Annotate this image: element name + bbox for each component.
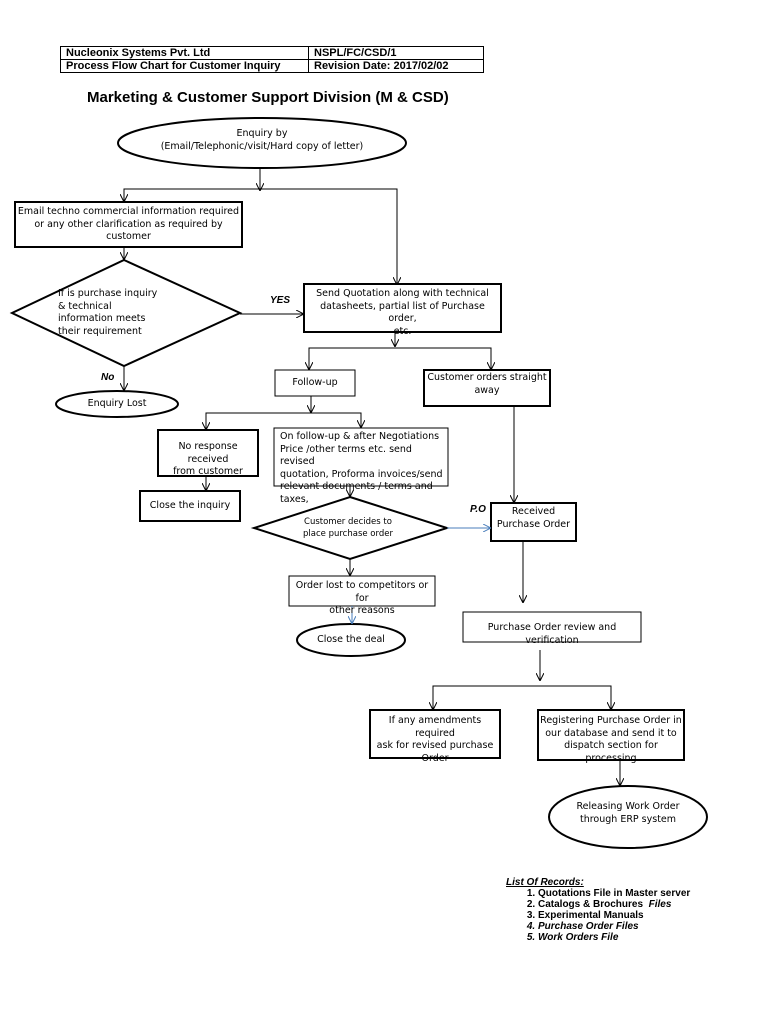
po-review-label: Purchase Order review and verification bbox=[487, 622, 617, 646]
releasing-node bbox=[548, 785, 708, 849]
enquiry-lost-node bbox=[55, 390, 179, 418]
no-response-node bbox=[157, 429, 259, 477]
amendments-node bbox=[369, 709, 501, 759]
revision-date: Revision Date: 2017/02/02 bbox=[308, 59, 484, 73]
record-item: Quotations File in Master server bbox=[538, 888, 690, 899]
close-inquiry-node bbox=[139, 490, 241, 522]
follow-up-label: Follow-up bbox=[292, 377, 338, 388]
yes-edge-label: YES bbox=[270, 295, 291, 306]
follow-up-node bbox=[274, 369, 356, 397]
enquiry-lost-label: Enquiry Lost bbox=[87, 398, 147, 409]
record-item: Purchase Order Files bbox=[538, 921, 690, 932]
no-edge-label: No bbox=[101, 372, 115, 383]
email-info-node bbox=[14, 201, 243, 248]
registering-node bbox=[537, 709, 685, 761]
close-deal-label: Close the deal bbox=[317, 634, 385, 645]
received-po-node bbox=[490, 502, 577, 542]
email-info-label: Email techno commercial information requ… bbox=[17, 206, 240, 242]
document-title: Process Flow Chart for Customer Inquiry bbox=[60, 59, 309, 73]
enquiry-by-node bbox=[117, 117, 407, 169]
document-header: Nucleonix Systems Pvt. Ltd NSPL/FC/CSD/1… bbox=[60, 46, 484, 73]
po-review-node bbox=[462, 611, 642, 643]
customer-orders-node bbox=[423, 369, 551, 407]
records-title: List Of Records: bbox=[506, 877, 584, 888]
negotiations-node bbox=[273, 427, 449, 487]
division-title: Marketing & Customer Support Division (M… bbox=[87, 89, 449, 106]
enquiry-by-label: Enquiry by(Email/Telephonic/visit/Hard c… bbox=[160, 128, 364, 152]
record-item: Experimental Manuals bbox=[538, 910, 690, 921]
po-edge-label: P.O bbox=[470, 504, 486, 515]
close-inquiry-label: Close the inquiry bbox=[149, 500, 231, 511]
order-lost-node bbox=[288, 575, 436, 607]
close-deal-node bbox=[296, 623, 406, 657]
list-of-records: List Of Records: Quotations File in Mast… bbox=[506, 877, 690, 943]
send-quotation-node bbox=[303, 283, 502, 333]
record-item: Catalogs & Brochures Files bbox=[538, 899, 690, 910]
record-item: Work Orders File bbox=[538, 932, 690, 943]
